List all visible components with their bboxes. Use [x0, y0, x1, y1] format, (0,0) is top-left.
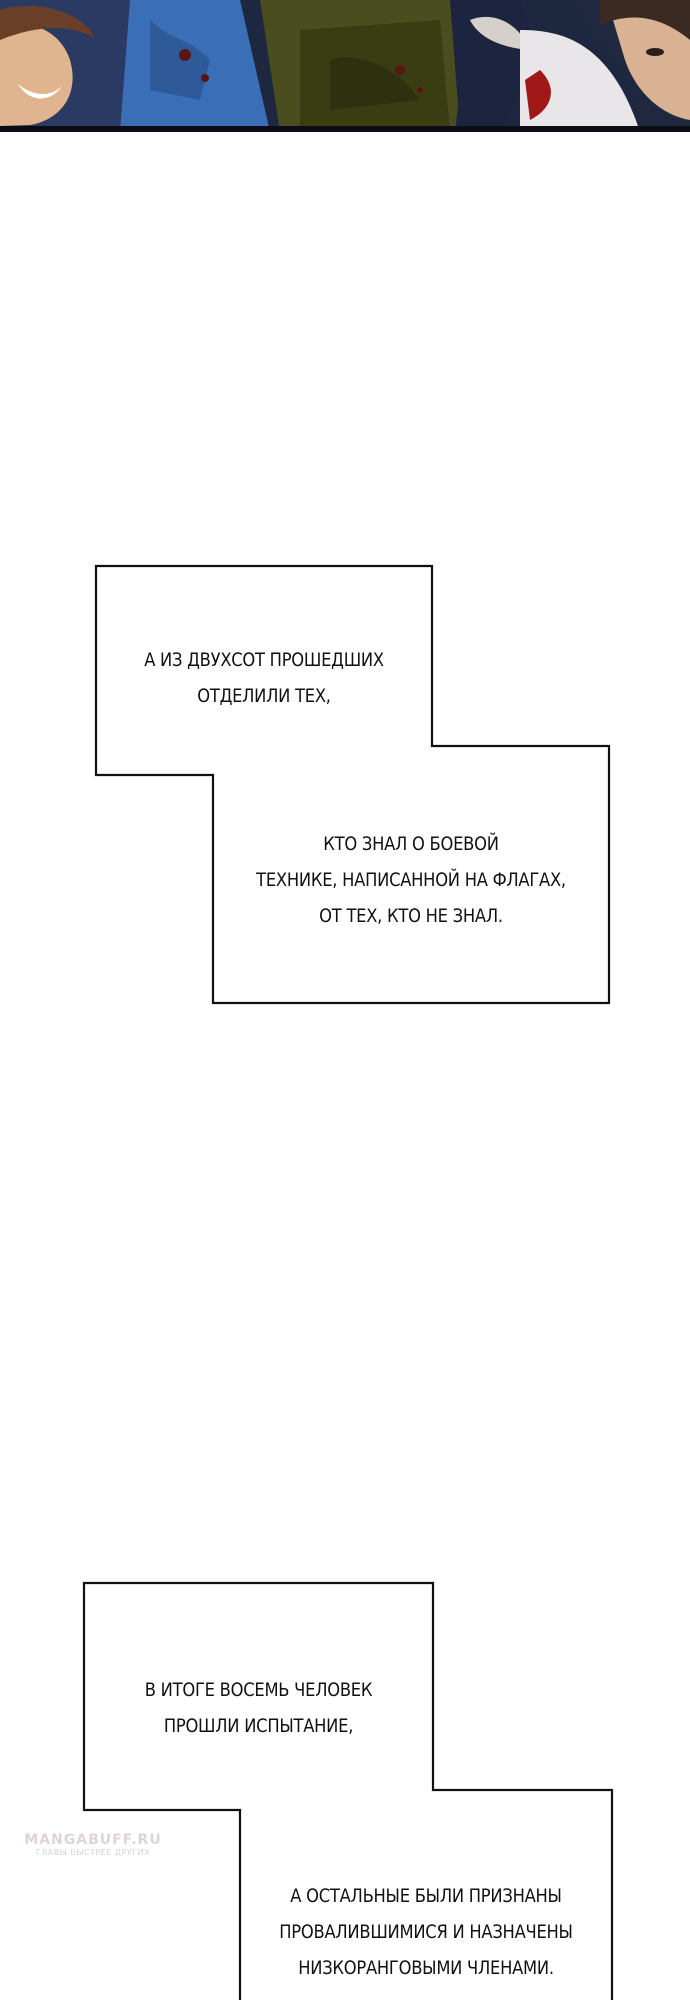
caption-text-3: В ИТОГЕ ВОСЕМЬ ЧЕЛОВЕК ПРОШЛИ ИСПЫТАНИЕ,	[144, 1679, 373, 1737]
caption-text-2: КТО ЗНАЛ О БОЕВОЙ ТЕХНИКЕ, НАПИСАННОЙ НА…	[256, 833, 566, 927]
caption-text-4: А ОСТАЛЬНЫЕ БЫЛИ ПРИЗНАНЫ ПРОВАЛИВШИМИСЯ…	[279, 1885, 573, 1979]
caption-text-1: А ИЗ ДВУХСОТ ПРОШЕДШИХ ОТДЕЛИЛИ ТЕХ,	[144, 649, 384, 707]
caption-box-1-outline	[94, 564, 611, 1005]
watermark-subtitle: ГЛАВЫ БЫСТРЕЕ ДРУГИХ	[35, 1848, 151, 1857]
watermark: MANGABUFF.RU ГЛАВЫ БЫСТРЕЕ ДРУГИХ	[18, 1832, 168, 1857]
watermark-title: MANGABUFF.RU	[24, 1832, 162, 1848]
manga-panel-crowd-art	[0, 0, 690, 132]
manga-panel-illustration	[0, 0, 690, 132]
panel-border	[0, 126, 690, 132]
